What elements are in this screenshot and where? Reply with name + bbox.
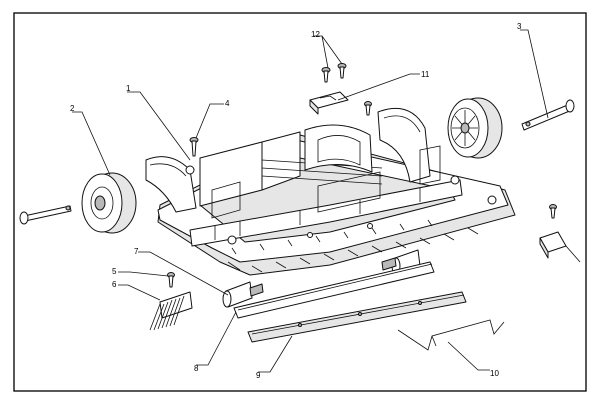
callout-10: 10	[490, 369, 499, 378]
callout-4: 4	[225, 99, 230, 108]
left-wheel	[81, 172, 137, 234]
wire-part-10	[397, 319, 505, 351]
callouts: 1 2 3 4 5 6 7 8 9 10 11 12	[70, 22, 522, 380]
screw-part-4	[189, 137, 199, 157]
bracket-part-11	[309, 91, 349, 115]
callout-3: 3	[517, 22, 522, 31]
right-axle-pin	[521, 99, 575, 131]
screw-near-bracket	[364, 101, 372, 116]
diagram-frame	[13, 12, 587, 392]
screws-part-12	[321, 63, 347, 83]
leader-lines	[72, 29, 549, 373]
callout-8: 8	[194, 364, 199, 373]
right-wheel	[447, 97, 503, 159]
callout-11: 11	[421, 70, 430, 79]
channel-part-9	[247, 291, 467, 343]
screw-right	[549, 204, 557, 219]
callout-1: 1	[126, 84, 131, 93]
roller-part-7	[222, 281, 264, 308]
callout-5: 5	[112, 267, 117, 276]
callout-2: 2	[70, 104, 75, 113]
callout-12: 12	[311, 30, 320, 39]
brush-part-6	[149, 291, 193, 331]
screw-part-5	[167, 272, 175, 288]
connector-block	[539, 231, 581, 263]
callout-9: 9	[256, 371, 261, 380]
left-axle-pin	[19, 205, 72, 225]
base-housing	[145, 108, 516, 276]
strip-part-8	[233, 261, 435, 319]
callout-7: 7	[134, 247, 139, 256]
callout-6: 6	[112, 280, 117, 289]
